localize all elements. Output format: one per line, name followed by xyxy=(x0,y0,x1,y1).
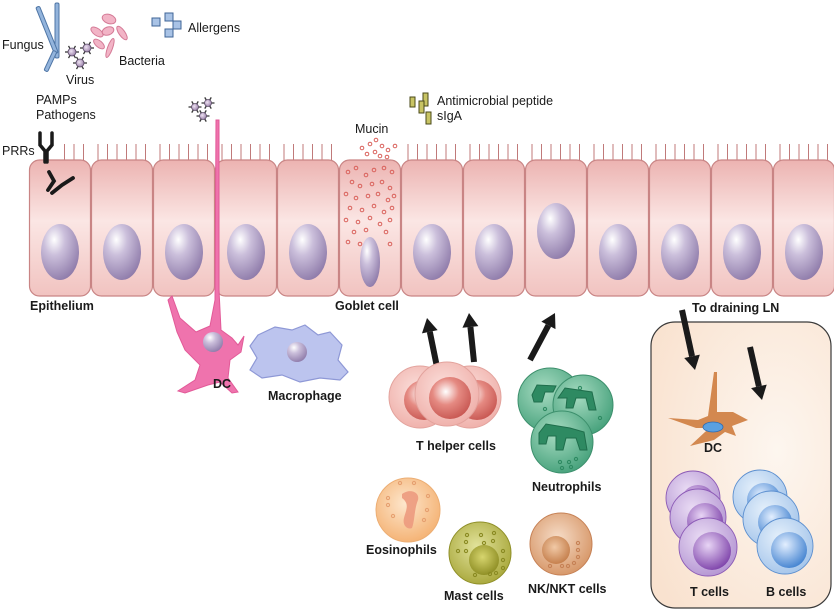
mucin-granule xyxy=(368,142,372,146)
epithelial-cell xyxy=(712,160,773,296)
arrow-icon xyxy=(462,313,478,362)
macrophage xyxy=(250,325,348,382)
dc-nucleus xyxy=(203,332,223,352)
arrow-icon xyxy=(530,313,555,360)
label-allergens: Allergens xyxy=(188,21,240,35)
cell-nucleus xyxy=(41,224,79,280)
arrow-icon xyxy=(422,318,438,367)
epithelial-cell xyxy=(278,160,339,296)
label-neutrophils: Neutrophils xyxy=(532,480,601,494)
eosinophil xyxy=(376,478,440,542)
mucin-granule xyxy=(360,146,364,150)
cell-nucleus xyxy=(661,224,699,280)
label-fungus: Fungus xyxy=(2,38,44,52)
label-antimicrobial-peptide: Antimicrobial peptide xyxy=(437,94,553,108)
epithelial-cell xyxy=(216,160,277,296)
label-to-draining-ln: To draining LN xyxy=(692,301,779,315)
cell-nucleus xyxy=(599,224,637,280)
label-t-helper-cells: T helper cells xyxy=(416,439,496,453)
label-eosinophils: Eosinophils xyxy=(366,543,437,557)
mucin-granule xyxy=(385,155,389,159)
prr-receptor-icon xyxy=(40,133,52,162)
label-pathogens: Pathogens xyxy=(36,108,96,122)
neutrophils xyxy=(518,368,613,473)
label-goblet-cell: Goblet cell xyxy=(335,299,399,313)
label-t-cells: T cells xyxy=(690,585,729,599)
mucin-granule xyxy=(373,150,377,154)
mast-cell xyxy=(449,522,511,584)
allergens-icon xyxy=(152,13,181,37)
label-bacteria: Bacteria xyxy=(119,54,165,68)
epithelial-cell xyxy=(154,160,215,296)
mucin-granule xyxy=(378,154,382,158)
epithelial-cell xyxy=(464,160,525,296)
epithelium-layer xyxy=(30,160,834,296)
cell-nucleus xyxy=(103,224,141,280)
cell-nucleus xyxy=(289,224,327,280)
epithelial-cell xyxy=(588,160,649,296)
epithelial-cell xyxy=(340,160,401,296)
label-mucin: Mucin xyxy=(355,122,388,136)
cell-nucleus xyxy=(537,203,575,259)
virus-icon xyxy=(202,97,215,108)
microvilli xyxy=(65,144,828,160)
epithelial-cell xyxy=(650,160,711,296)
goblet-nucleus xyxy=(360,237,380,287)
label-ln-dc: DC xyxy=(704,441,722,455)
epithelial-cell xyxy=(526,160,587,296)
cell-nucleus xyxy=(785,224,823,280)
label-b-cells: B cells xyxy=(766,585,806,599)
cell-nucleus xyxy=(165,224,203,280)
epithelial-cell xyxy=(774,160,834,296)
epithelial-cell xyxy=(30,160,91,296)
mucin-granule xyxy=(386,148,390,152)
antimicrobial-peptide-icon xyxy=(410,93,431,124)
label-siga: sIgA xyxy=(437,109,462,123)
label-mast-cells: Mast cells xyxy=(444,589,504,603)
cell-nucleus xyxy=(475,224,513,280)
virus-icon xyxy=(65,46,79,58)
label-macrophage: Macrophage xyxy=(268,389,342,403)
t-helper-cells xyxy=(389,362,501,428)
cell-nucleus xyxy=(227,224,265,280)
macrophage-nucleus xyxy=(287,342,307,362)
epithelial-cell xyxy=(92,160,153,296)
label-prrs: PRRs xyxy=(2,144,35,158)
label-epithelium: Epithelium xyxy=(30,299,94,313)
label-nk-nkt-cells: NK/NKT cells xyxy=(528,582,607,596)
virus-icon xyxy=(73,57,87,69)
ln-dc-nucleus xyxy=(703,422,723,432)
mucin-granule xyxy=(393,144,397,148)
bacteria-icon xyxy=(89,12,129,58)
epithelial-cell xyxy=(402,160,463,296)
nk-cell xyxy=(530,513,592,575)
mucin-granule xyxy=(374,138,378,142)
cell-nucleus xyxy=(723,224,761,280)
virus-icon xyxy=(80,42,94,54)
cell-nucleus xyxy=(413,224,451,280)
label-pamps: PAMPs xyxy=(36,93,77,107)
mucin-granule xyxy=(380,144,384,148)
label-virus: Virus xyxy=(66,73,94,87)
label-dc: DC xyxy=(213,377,231,391)
mucin-granule xyxy=(365,152,369,156)
